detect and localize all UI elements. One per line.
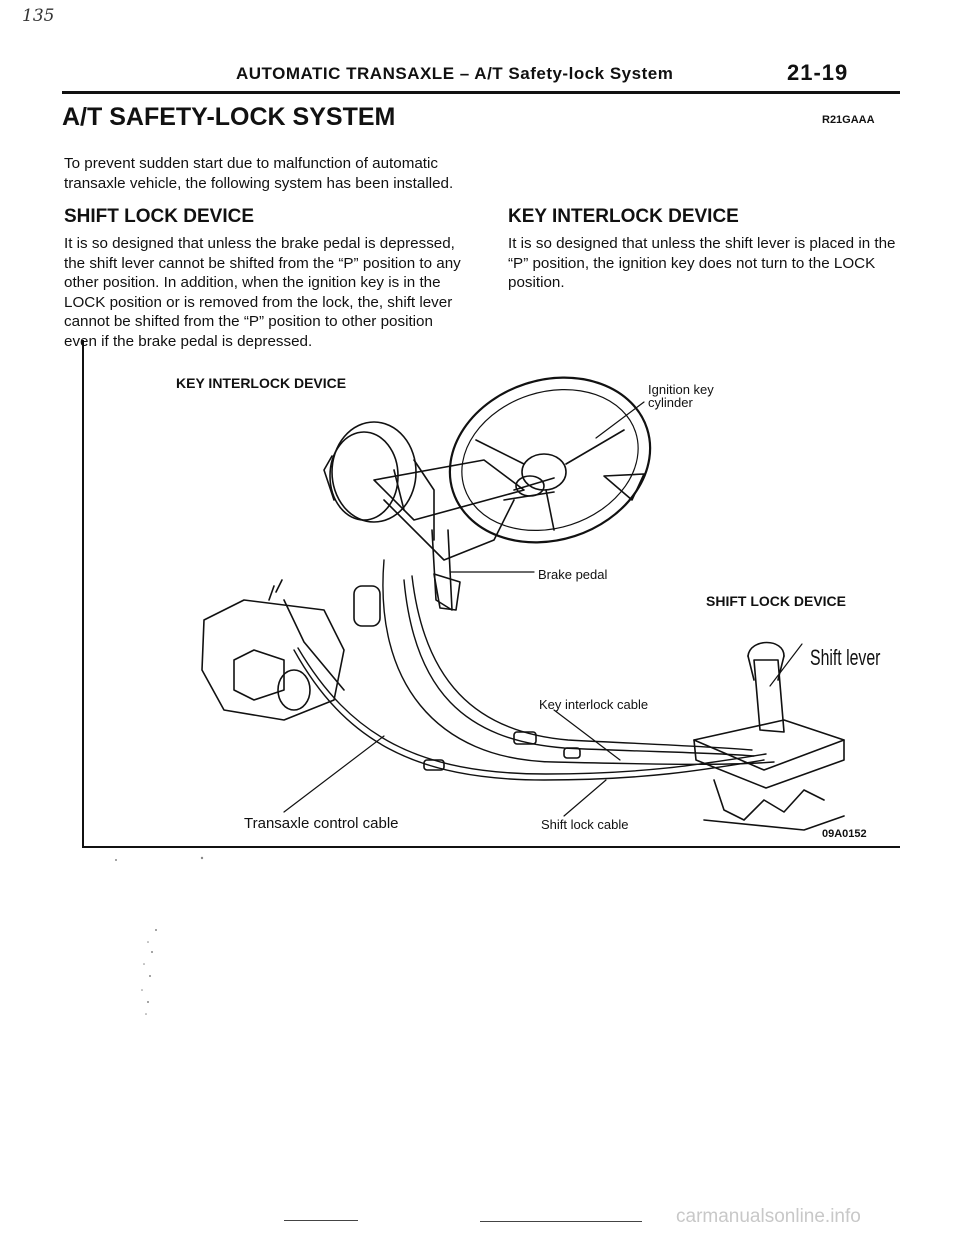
shift-lock-text: It is so designed that unless the brake …	[64, 235, 461, 350]
header-rule	[62, 91, 900, 94]
label-leaders-drawing	[283, 643, 803, 817]
section-code: R21GAAA	[822, 114, 875, 126]
cables-drawing	[293, 559, 775, 781]
transaxle-drawing	[201, 579, 345, 721]
cable-clamps-drawing	[423, 731, 581, 771]
shift-lever-assembly-drawing	[693, 641, 845, 831]
label-ignition-line1: Ignition key	[648, 382, 714, 397]
figure-bottom-border	[82, 846, 900, 848]
running-header: AUTOMATIC TRANSAXLE – A/T Safety-lock Sy…	[236, 64, 674, 83]
watermark: carmanualsonline.info	[676, 1206, 861, 1227]
steering-wheel-drawing	[448, 376, 652, 544]
figure-left-border	[82, 340, 84, 848]
label-key-interlock-cable: Key interlock cable	[539, 697, 649, 712]
label-shift-lock-cable: Shift lock cable	[541, 817, 629, 832]
shift-lock-heading: SHIFT LOCK DEVICE	[64, 206, 255, 227]
label-key-interlock-device: KEY INTERLOCK DEVICE	[176, 375, 347, 391]
scan-specks	[115, 856, 204, 1015]
label-transaxle-control-cable: Transaxle control cable	[244, 815, 399, 832]
brake-booster-drawing	[323, 421, 417, 523]
brake-pedal-drawing	[353, 529, 535, 627]
footer-rule-left	[284, 1220, 358, 1221]
safety-lock-diagram	[201, 376, 845, 831]
page-number: 21-19	[787, 60, 849, 85]
label-shift-lock-device: SHIFT LOCK DEVICE	[706, 593, 847, 609]
key-interlock-heading: KEY INTERLOCK DEVICE	[508, 206, 739, 227]
label-shift-lever: Shift lever	[810, 645, 881, 670]
label-brake-pedal: Brake pedal	[538, 567, 608, 582]
handwritten-note: 135	[22, 6, 55, 26]
label-ignition-line2: cylinder	[648, 395, 693, 410]
label-ignition-key-cylinder: Ignition key cylinder	[648, 383, 714, 409]
figure-code: 09A0152	[822, 828, 867, 840]
steering-column-drawing	[373, 459, 555, 561]
section-title: A/T SAFETY-LOCK SYSTEM	[62, 103, 396, 131]
key-interlock-text: It is so designed that unless the shift …	[508, 235, 896, 291]
intro-paragraph: To prevent sudden start due to malfuncti…	[64, 155, 454, 192]
footer-rule-right	[480, 1221, 642, 1222]
